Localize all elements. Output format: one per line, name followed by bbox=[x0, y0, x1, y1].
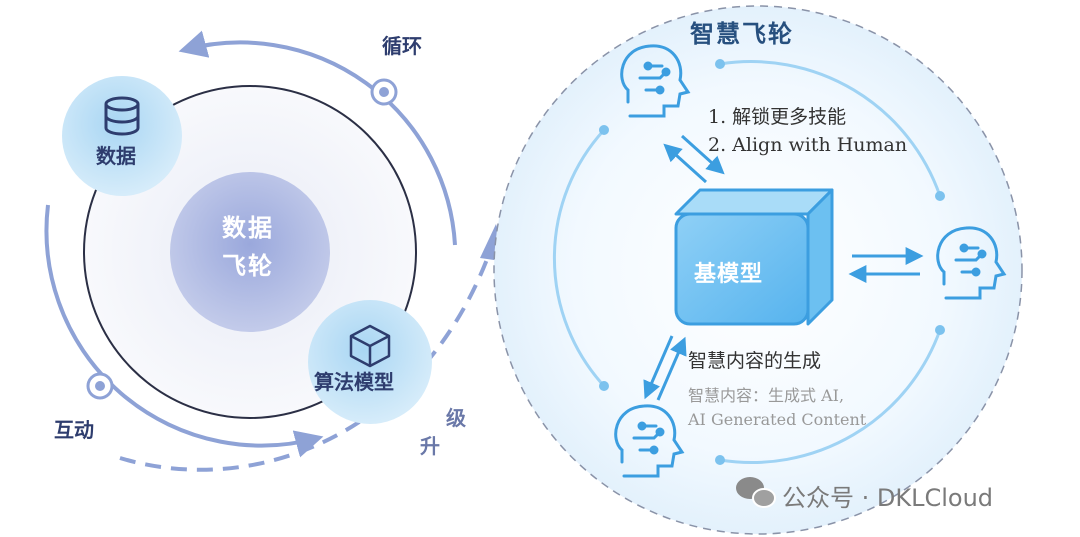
interact-arc bbox=[44, 204, 324, 458]
cube-icon bbox=[349, 324, 391, 368]
base-model-cube bbox=[674, 188, 834, 326]
upgrade-arc bbox=[119, 239, 496, 472]
generation-title: 智慧内容的生成 bbox=[688, 350, 822, 372]
data-node bbox=[62, 76, 182, 196]
interact-label: 互动 bbox=[54, 418, 94, 442]
cycle-label: 循环 bbox=[382, 34, 422, 58]
center-label-line1: 数据 bbox=[222, 213, 274, 242]
inner-arc-top bbox=[719, 60, 942, 197]
upgrade-label-2: 升 bbox=[420, 434, 440, 458]
center-label-line2: 飞轮 bbox=[222, 251, 274, 280]
wisdom-flywheel-title: 智慧飞轮 bbox=[690, 19, 794, 48]
arrows-bottom bbox=[643, 335, 687, 401]
skill-item-2: 2. Align with Human bbox=[708, 134, 908, 156]
database-icon bbox=[104, 96, 140, 136]
ai-head-icon bbox=[620, 44, 691, 118]
base-model-label: 基模型 bbox=[694, 261, 764, 287]
cycle-arc bbox=[178, 30, 457, 246]
ai-head-icon bbox=[936, 226, 1007, 300]
upgrade-label-1: 级 bbox=[446, 406, 466, 430]
center-hub bbox=[170, 172, 330, 332]
data-flywheel bbox=[44, 30, 508, 472]
skill-item-1: 1. 解锁更多技能 bbox=[708, 106, 847, 128]
generation-note-2: AI Generated Content bbox=[688, 410, 867, 429]
data-node-label: 数据 bbox=[96, 144, 136, 168]
inner-arc-bottom bbox=[719, 329, 942, 465]
arrows-top bbox=[663, 134, 725, 184]
arrows-right bbox=[848, 247, 924, 283]
algo-node-label: 算法模型 bbox=[314, 370, 394, 394]
ai-head-icon bbox=[614, 404, 685, 478]
generation-note-1: 智慧内容：生成式 AI, bbox=[688, 386, 845, 405]
inner-arc-left bbox=[552, 128, 606, 388]
watermark-text: 公众号 · DKLCloud bbox=[782, 484, 994, 512]
wisdom-flywheel bbox=[493, 5, 1023, 535]
wechat-icon bbox=[736, 477, 776, 508]
